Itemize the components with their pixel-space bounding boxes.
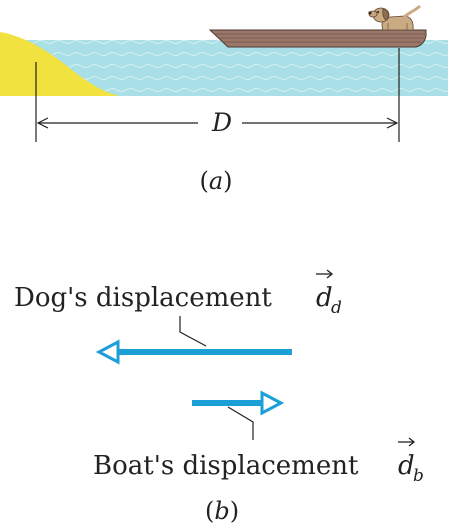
- dog-vector-arrow-icon: [316, 269, 334, 279]
- dog-vector-subscript: d: [331, 298, 342, 318]
- panel-b-label: (b): [205, 497, 239, 525]
- boat-caption-leader: [227, 406, 254, 440]
- panel-a-label: (a): [199, 167, 232, 195]
- panel-a: D (a): [0, 4, 448, 195]
- boat-vector-letter: d: [398, 451, 415, 481]
- dog-displacement-caption: Dog's displacement: [14, 283, 272, 313]
- dog-vector-symbol: d d: [316, 269, 342, 318]
- shore: [0, 32, 120, 96]
- distance-dimension: [35, 48, 400, 142]
- dog-vector-letter: d: [316, 283, 333, 313]
- boat-vector-arrow-icon: [398, 437, 416, 447]
- dog-displacement-arrow: [95, 339, 292, 365]
- boat-vector-subscript: b: [413, 466, 424, 486]
- panel-b: Dog's displacement d d Boat's displaceme…: [14, 269, 424, 525]
- boat: [208, 29, 427, 48]
- distance-label: D: [211, 108, 232, 137]
- dog: [368, 4, 422, 31]
- boat-displacement-arrow: [192, 390, 285, 416]
- boat-vector-symbol: d b: [398, 437, 424, 486]
- dog-caption-leader: [179, 316, 207, 347]
- boat-displacement-caption: Boat's displacement: [93, 451, 359, 481]
